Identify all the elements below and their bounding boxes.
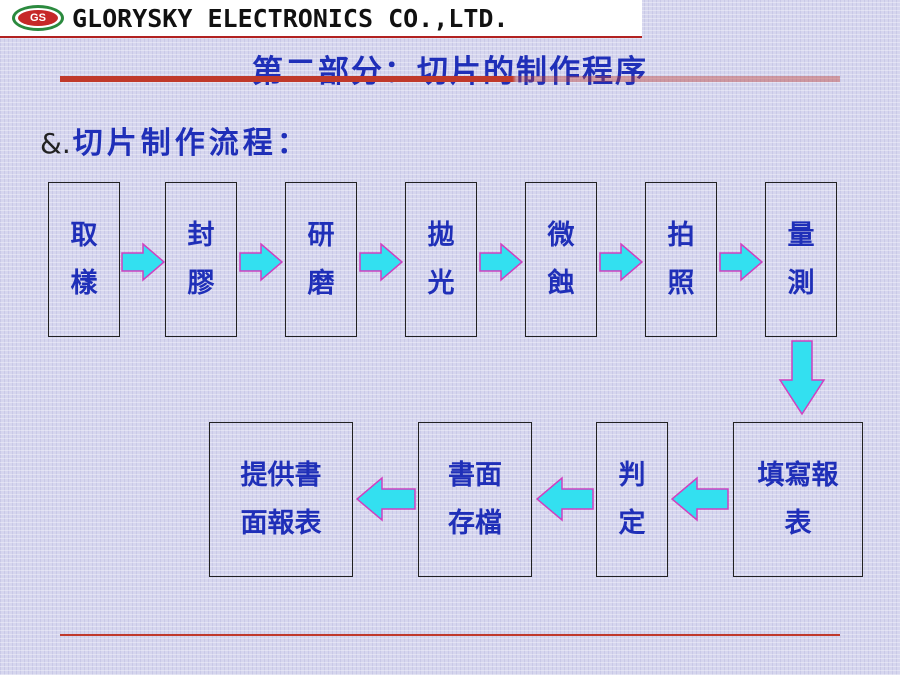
right-arrow-icon <box>719 242 763 282</box>
right-arrow-icon <box>479 242 523 282</box>
step-box-polishing: 拋光 <box>405 182 477 337</box>
step-box-grinding: 研磨 <box>285 182 357 337</box>
right-arrow-icon <box>359 242 403 282</box>
company-name: GLORYSKY ELECTRONICS CO.,LTD. <box>72 3 509 33</box>
step-box-judgement: 判定 <box>596 422 668 577</box>
step-label-line2: 磨 <box>307 267 335 299</box>
left-arrow-icon <box>536 476 594 522</box>
step-label-line1: 取 <box>70 219 98 251</box>
right-arrow-icon <box>599 242 643 282</box>
step-label-line1: 拍 <box>667 219 695 251</box>
company-header: GS GLORYSKY ELECTRONICS CO.,LTD. <box>0 0 642 38</box>
step-box-archive: 書面存檔 <box>418 422 532 577</box>
step-label-line1: 量 <box>787 219 815 251</box>
step-label-line1: 填寫報 <box>757 459 839 491</box>
step-label-line2: 存檔 <box>448 507 502 539</box>
step-box-photograph: 拍照 <box>645 182 717 337</box>
step-box-encapsulation: 封膠 <box>165 182 237 337</box>
step-box-provide-report: 提供書面報表 <box>209 422 353 577</box>
right-arrow-icon <box>121 242 165 282</box>
step-label-line1: 提供書 <box>240 459 322 491</box>
step-label-line2: 表 <box>784 507 812 539</box>
step-label-line2: 測 <box>787 267 815 299</box>
step-label-line2: 膠 <box>187 267 215 299</box>
footer-divider <box>60 634 840 636</box>
right-arrow-icon <box>239 242 283 282</box>
step-box-sampling: 取樣 <box>48 182 120 337</box>
company-logo: GS <box>12 5 64 31</box>
step-box-measure: 量測 <box>765 182 837 337</box>
down-arrow-icon <box>778 340 826 416</box>
step-label-line2: 面報表 <box>240 507 322 539</box>
step-label-line2: 光 <box>427 267 455 299</box>
left-arrow-icon <box>356 476 416 522</box>
section-heading: &. 切片制作流程： <box>40 118 311 162</box>
step-label-line1: 拋 <box>427 219 455 251</box>
step-label-line1: 判 <box>618 459 646 491</box>
step-box-microetch: 微蝕 <box>525 182 597 337</box>
step-label-line1: 書面 <box>448 459 502 491</box>
step-label-line1: 封 <box>187 219 215 251</box>
slide-title: 第二部分：切片的制作程序 <box>252 54 648 90</box>
step-label-line2: 樣 <box>70 267 98 299</box>
section-heading-text: 切片制作流程： <box>72 126 311 161</box>
step-label-line1: 微 <box>547 219 575 251</box>
step-label-line2: 照 <box>667 267 695 299</box>
bullet-marker: &. <box>40 127 71 160</box>
left-arrow-icon <box>671 476 729 522</box>
step-label-line1: 研 <box>307 219 335 251</box>
logo-mark: GS <box>18 10 58 26</box>
step-label-line2: 定 <box>618 507 646 539</box>
step-box-fill-report: 填寫報表 <box>733 422 863 577</box>
step-label-line2: 蝕 <box>547 267 575 299</box>
title-underline <box>60 76 840 82</box>
